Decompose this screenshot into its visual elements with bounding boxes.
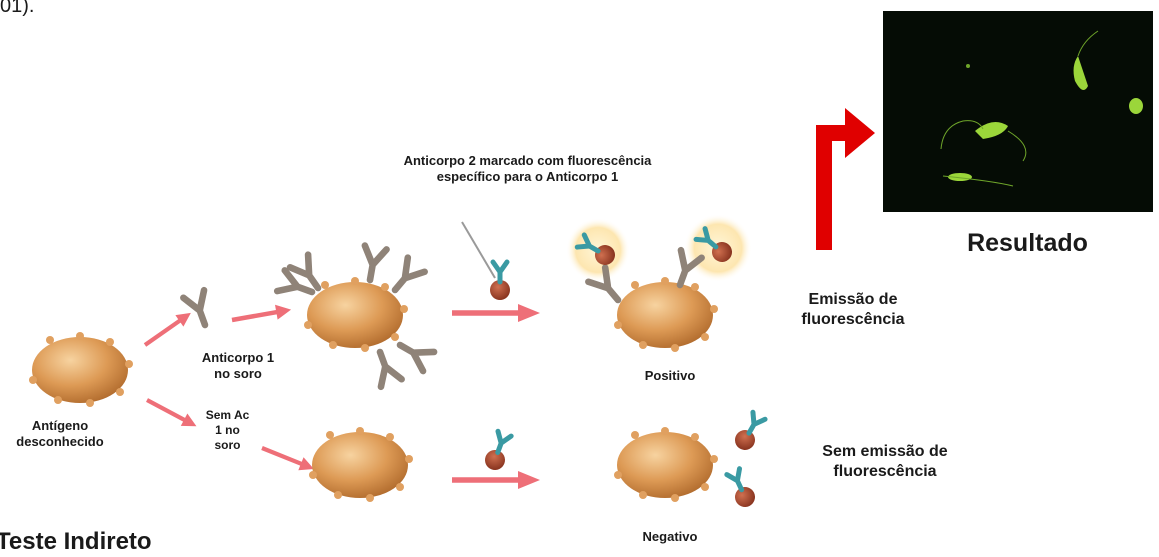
diagram-title: Teste Indireto [0,527,166,557]
antibody2-pointer [462,222,495,278]
result-label: Resultado [955,228,1100,259]
cell-with-antibody1 [277,246,434,387]
negative-cell [614,411,768,511]
arrow-to-negative-cell [259,442,316,476]
arrow-to-negative [452,471,540,489]
positive-cell [566,214,752,352]
antibody1-free [183,290,215,329]
antibody2-label: Anticorpo 2 marcado com fluorescência es… [380,153,675,186]
antibody2-free [490,262,510,300]
emission-label: Emissão de fluorescência [783,290,923,330]
positive-label: Positivo [640,368,700,384]
fluorescence-micrograph [883,11,1153,212]
cell-without-antibody1 [309,427,413,502]
arrow-to-no-antibody [144,394,200,433]
arrow-to-positive [452,304,540,322]
result-arrow [816,108,875,250]
no-antibody-label: Sem Ac 1 no soro [205,408,250,453]
negative-label: Negativo [640,529,700,545]
arrow-to-bound-cell [231,302,293,327]
antibody2-free-negative [482,430,514,473]
antibody1-label: Anticorpo 1 no soro [198,350,278,383]
antigen-label: Antígeno desconhecido [10,418,110,451]
arrow-to-antibody1 [141,307,195,351]
antigen-cell [29,332,133,407]
no-emission-label: Sem emissão de fluorescência [795,442,975,482]
